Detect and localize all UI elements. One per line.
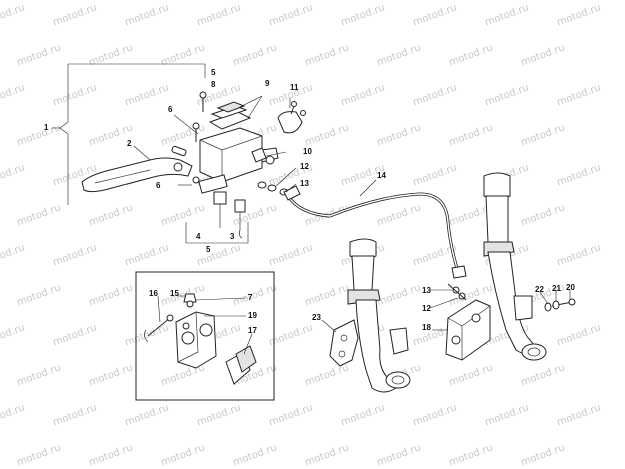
callout-22: 22 <box>535 285 544 294</box>
callout-9: 9 <box>265 79 270 88</box>
callout-6-left: 6 <box>156 181 161 190</box>
callout-17: 17 <box>248 326 257 335</box>
callout-8: 8 <box>211 80 216 89</box>
fork-leg-left <box>347 238 411 393</box>
callout-7: 7 <box>248 293 253 302</box>
callout-6-top: 6 <box>168 105 173 114</box>
callout-20: 20 <box>566 283 575 292</box>
brake-hose <box>283 185 467 279</box>
callout-21: 21 <box>552 284 561 293</box>
callout-19: 19 <box>248 311 257 320</box>
callout-23: 23 <box>312 313 321 322</box>
master-cylinder <box>192 101 279 194</box>
inset-box <box>135 271 275 401</box>
pivot-pin <box>171 145 187 157</box>
callout-13-right: 13 <box>422 286 431 295</box>
dust-cap <box>251 147 267 163</box>
callout-3: 3 <box>230 232 235 241</box>
brake-caliper-right <box>445 299 491 361</box>
fork-leg-right <box>483 172 547 361</box>
callout-2: 2 <box>127 139 132 148</box>
callout-18: 18 <box>422 323 431 332</box>
callout-4: 4 <box>196 232 201 241</box>
callout-12-top: 12 <box>300 162 309 171</box>
callout-1: 1 <box>44 123 49 132</box>
clamp-half <box>277 101 306 134</box>
callout-14: 14 <box>377 171 386 180</box>
callout-13-top: 13 <box>300 179 309 188</box>
callout-16: 16 <box>149 289 158 298</box>
group-bracket-1 <box>59 64 69 205</box>
callout-11: 11 <box>290 83 299 92</box>
brake-lever <box>81 157 193 193</box>
callout-12-right: 12 <box>422 304 431 313</box>
caliper-bracket <box>329 319 359 367</box>
callout-5-top: 5 <box>211 68 216 77</box>
callout-5-bottom: 5 <box>206 245 211 254</box>
callout-15: 15 <box>170 289 179 298</box>
callout-10: 10 <box>303 147 312 156</box>
